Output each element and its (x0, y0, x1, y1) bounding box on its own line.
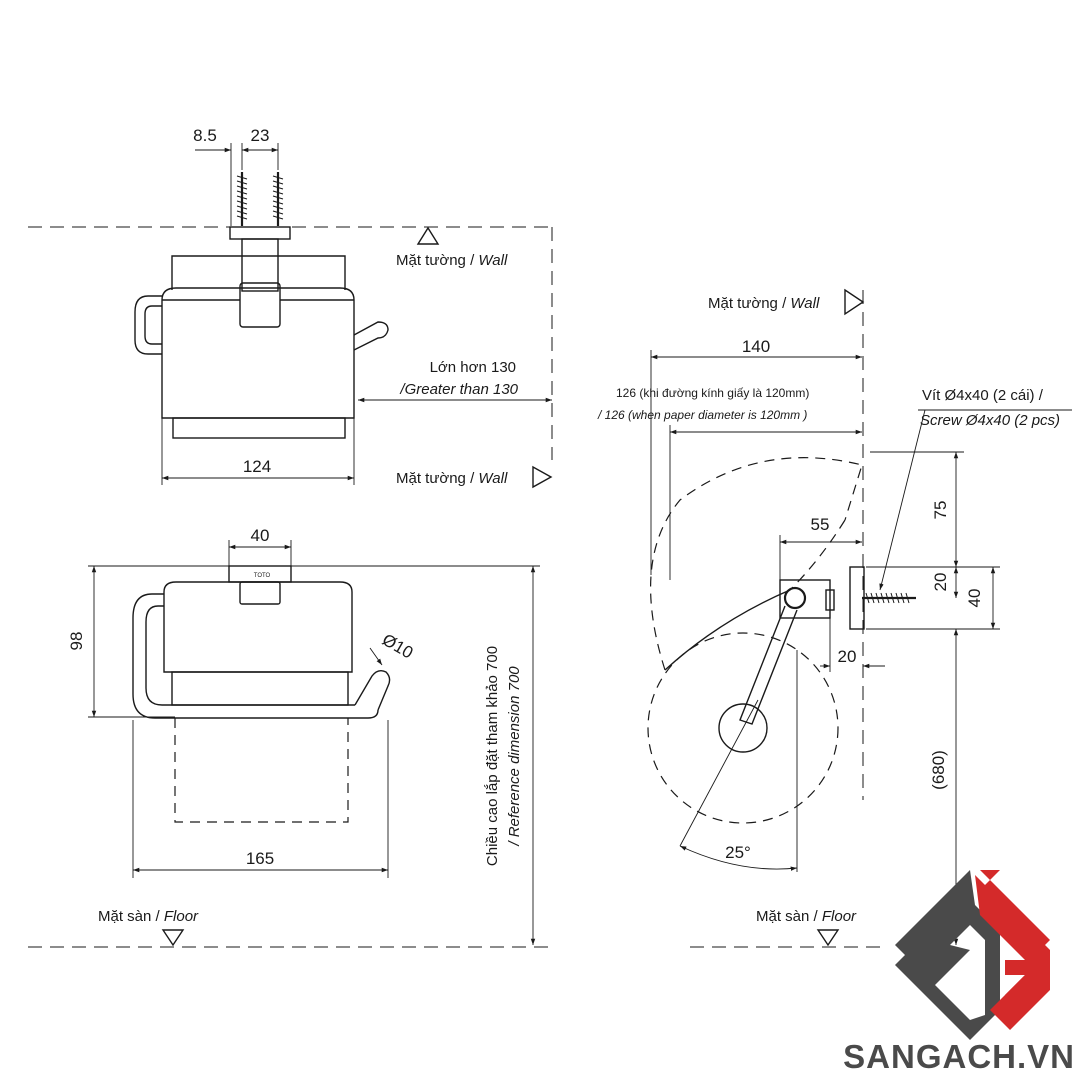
wall-label-side: Mặt tường / Wall (708, 295, 820, 312)
dim-phi10: Ø10 (379, 630, 416, 663)
top-view: 8.5 23 124 Lớn hơn 130 /Greater than 130… (28, 126, 553, 489)
screw-icon-side (862, 592, 916, 604)
ref-height-vi: Chiều cao lắp đặt tham khảo 700 (484, 646, 501, 866)
dim-98: 98 (67, 632, 86, 651)
dim-140: 140 (742, 337, 770, 356)
wall-label-top-vi: Mặt tường / Wall (396, 252, 508, 269)
dim-8-5: 8.5 (193, 126, 217, 145)
dim-124: 124 (243, 457, 271, 476)
screw-label-vi: Vít Ø4x40 (2 cái) / (922, 387, 1044, 404)
floor-label-right: Mặt sàn / Floor (756, 908, 857, 925)
site-name: SANGACH.VN (843, 1038, 1075, 1075)
dim-23: 23 (251, 126, 270, 145)
greater-than-label-vi: Lớn hơn 130 (430, 359, 516, 376)
dim-25-deg: 25° (725, 843, 751, 862)
front-view: 40 TOTO 98 Ø10 165 Chiều cao lắp đặt tha… (28, 526, 552, 948)
dim-40-vert: 40 (965, 589, 984, 608)
dim-75: 75 (931, 501, 950, 520)
dim-55: 55 (811, 515, 830, 534)
dim-20-vert: 20 (931, 573, 950, 592)
paper-diameter-en: / 126 (when paper diameter is 120mm ) (597, 408, 807, 422)
dim-40-top: 40 (251, 526, 270, 545)
ref-height-en: / Reference dimension 700 (506, 666, 523, 847)
dim-165: 165 (246, 849, 274, 868)
side-view: Mặt tường / Wall 140 126 (khi đường kính… (597, 288, 1072, 948)
brand-label: TOTO (254, 573, 271, 579)
screw-label-en: Screw Ø4x40 (2 pcs) (920, 412, 1060, 429)
paper-diameter-vi: 126 (khi đường kính giấy là 120mm) (616, 386, 809, 400)
greater-than-label-en: /Greater than 130 (399, 381, 518, 398)
dim-680: (680) (929, 750, 948, 790)
screw-icon (236, 172, 284, 226)
wall-label-bottom: Mặt tường / Wall (396, 470, 508, 487)
dim-20-horiz: 20 (838, 647, 857, 666)
sangach-logo: SANGACH.VN (843, 870, 1075, 1075)
floor-label-left: Mặt sàn / Floor (98, 908, 199, 925)
